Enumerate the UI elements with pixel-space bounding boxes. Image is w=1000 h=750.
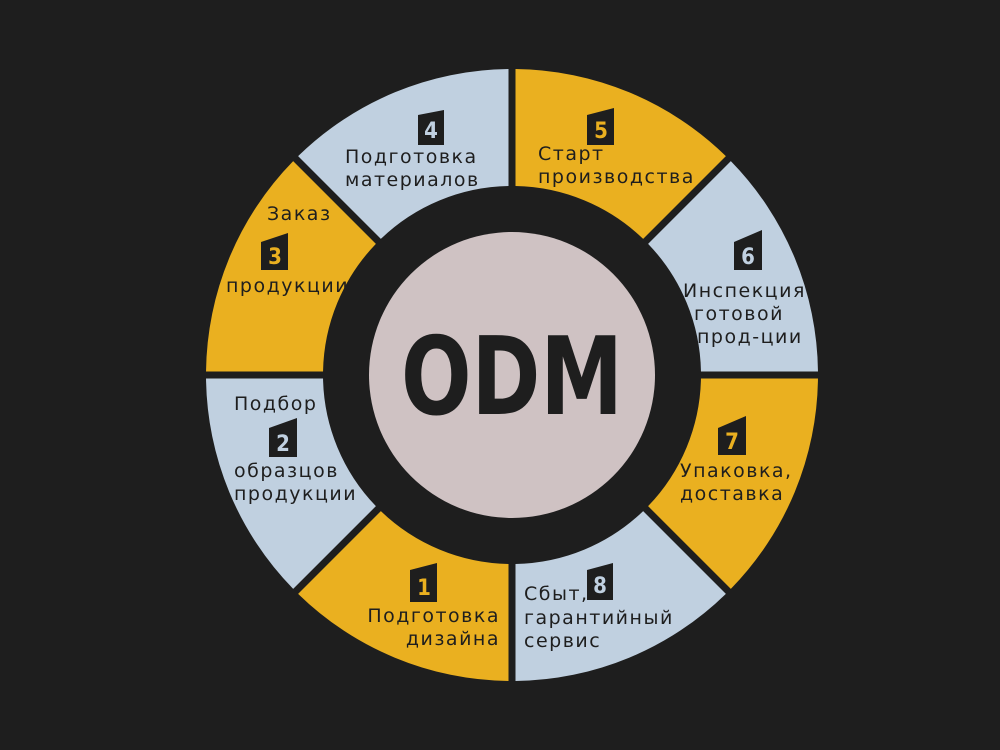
segment-step-8 bbox=[515, 511, 726, 681]
step-number-8: 8 bbox=[593, 574, 607, 599]
step-number-2: 2 bbox=[276, 432, 290, 457]
step-6: 6 Инспекция готовой прод-ции bbox=[683, 230, 806, 348]
step-number-5: 5 bbox=[594, 119, 608, 144]
step-8: Сбыт, 8 гарантийный сервис bbox=[524, 563, 674, 652]
step-1-line-1: Подготовка bbox=[367, 605, 500, 627]
center-label: ODM bbox=[401, 315, 623, 440]
step-3: Заказ 3 продукции bbox=[226, 203, 349, 297]
number-badge-1 bbox=[410, 563, 437, 602]
segment-step-5 bbox=[515, 69, 726, 239]
segment-step-6 bbox=[648, 161, 818, 372]
step-number-6: 6 bbox=[741, 245, 755, 270]
step-5: 5 Старт производства bbox=[538, 108, 695, 188]
step-7-line-2: доставка bbox=[680, 483, 784, 505]
step-4-line-2: материалов bbox=[345, 169, 480, 191]
step-2-line-2: образцов bbox=[234, 460, 339, 482]
step-5-line-2: производства bbox=[538, 166, 695, 188]
step-number-4: 4 bbox=[424, 119, 438, 144]
center-disk bbox=[369, 232, 655, 518]
number-badge-3 bbox=[261, 233, 288, 270]
number-badge-5 bbox=[587, 108, 614, 145]
step-2-line-3: продукции bbox=[234, 483, 357, 505]
step-8-line-3: сервис bbox=[524, 630, 601, 652]
step-7: 7 Упаковка, доставка bbox=[680, 416, 793, 505]
step-1: 1 Подготовка дизайна bbox=[367, 563, 500, 650]
number-badge-7 bbox=[718, 416, 746, 455]
step-8-line-2: гарантийный bbox=[524, 607, 674, 629]
segment-step-2 bbox=[206, 378, 376, 589]
step-number-3: 3 bbox=[268, 245, 282, 270]
segment-step-4 bbox=[298, 69, 509, 239]
number-badge-2 bbox=[269, 418, 297, 457]
number-badge-6 bbox=[734, 230, 762, 270]
number-badge-4 bbox=[418, 110, 444, 145]
step-number-1: 1 bbox=[417, 576, 431, 601]
step-6-line-3: прод-ции bbox=[697, 326, 803, 348]
step-4: 4 Подготовка материалов bbox=[345, 110, 480, 191]
step-7-line-1: Упаковка, bbox=[680, 460, 793, 482]
segment-step-3 bbox=[206, 161, 376, 372]
segment-step-1 bbox=[298, 511, 509, 681]
step-4-line-1: Подготовка bbox=[345, 146, 478, 168]
step-2: Подбор 2 образцов продукции bbox=[234, 393, 357, 505]
step-8-line-1: Сбыт, bbox=[524, 583, 589, 605]
number-badge-8 bbox=[587, 563, 613, 600]
segment-step-7 bbox=[648, 378, 818, 589]
step-3-line-1: Заказ bbox=[267, 203, 332, 225]
step-number-7: 7 bbox=[725, 430, 739, 455]
step-1-line-2: дизайна bbox=[406, 628, 500, 650]
ring-segments bbox=[206, 69, 818, 681]
step-6-line-1: Инспекция bbox=[683, 280, 806, 302]
step-6-line-2: готовой bbox=[694, 303, 784, 325]
step-5-line-1: Старт bbox=[538, 143, 605, 165]
step-2-line-1: Подбор bbox=[234, 393, 317, 415]
step-3-line-2: продукции bbox=[226, 275, 349, 297]
